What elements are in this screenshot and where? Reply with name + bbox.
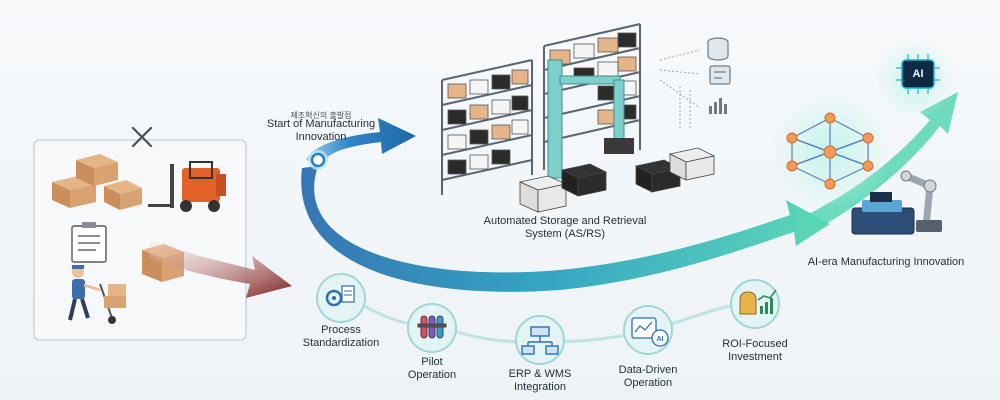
neural-network-icon — [786, 112, 874, 190]
legacy-operations-panel — [33, 126, 247, 341]
bins-on-floor — [518, 147, 716, 213]
money-growth-icon — [739, 289, 777, 315]
step-label-erp: ERP & WMS Integration — [508, 368, 572, 393]
data-flow-lines — [659, 49, 701, 130]
test-tubes-icon — [417, 315, 447, 339]
flowchart-icon — [709, 65, 731, 85]
step-circle-data — [623, 305, 673, 355]
close-icon — [131, 126, 153, 148]
start-arrow — [306, 118, 416, 165]
ai-innovation-arrow — [301, 166, 830, 292]
start-korean-label: 제조혁신의 출발점 — [290, 111, 352, 120]
gears-doc-icon — [325, 285, 355, 307]
ai-chip-label: AI — [912, 68, 924, 80]
stacked-boxes-icon — [52, 154, 142, 210]
database-icon — [707, 37, 729, 61]
robot-arm-icon — [851, 170, 942, 235]
asrs-rack-illustration — [441, 23, 716, 213]
step-circle-roi — [730, 279, 780, 329]
step-circle-erp — [515, 315, 565, 365]
ai-era-title: AI-era Manufacturing Innovation — [807, 256, 965, 268]
step-label-data: Data-Driven Operation — [618, 364, 678, 389]
step-label-process: Process Standardization — [302, 324, 380, 349]
asrs-title: Automated Storage and Retrieval System (… — [483, 215, 647, 240]
transition-arrow — [150, 240, 292, 298]
worker-handtruck-icon — [68, 265, 126, 324]
start-title: Start of Manufacturing Innovation — [266, 118, 376, 143]
ai-dashboard-icon — [631, 317, 669, 347]
step-circle-process — [316, 273, 366, 323]
network-diagram-icon — [521, 326, 559, 355]
step-data-ai-text: AI — [656, 336, 664, 343]
bar-chart-icon — [709, 98, 727, 114]
step-label-pilot: Pilot Operation — [407, 356, 457, 381]
clipboard-icon — [71, 222, 107, 263]
step-circle-pilot — [407, 303, 457, 353]
ai-chip-icon — [896, 54, 940, 94]
start-point-marker — [308, 150, 328, 170]
stacker-crane — [547, 59, 634, 179]
step-label-roi: ROI-Focused Investment — [722, 338, 788, 363]
forklift-icon — [148, 161, 226, 212]
